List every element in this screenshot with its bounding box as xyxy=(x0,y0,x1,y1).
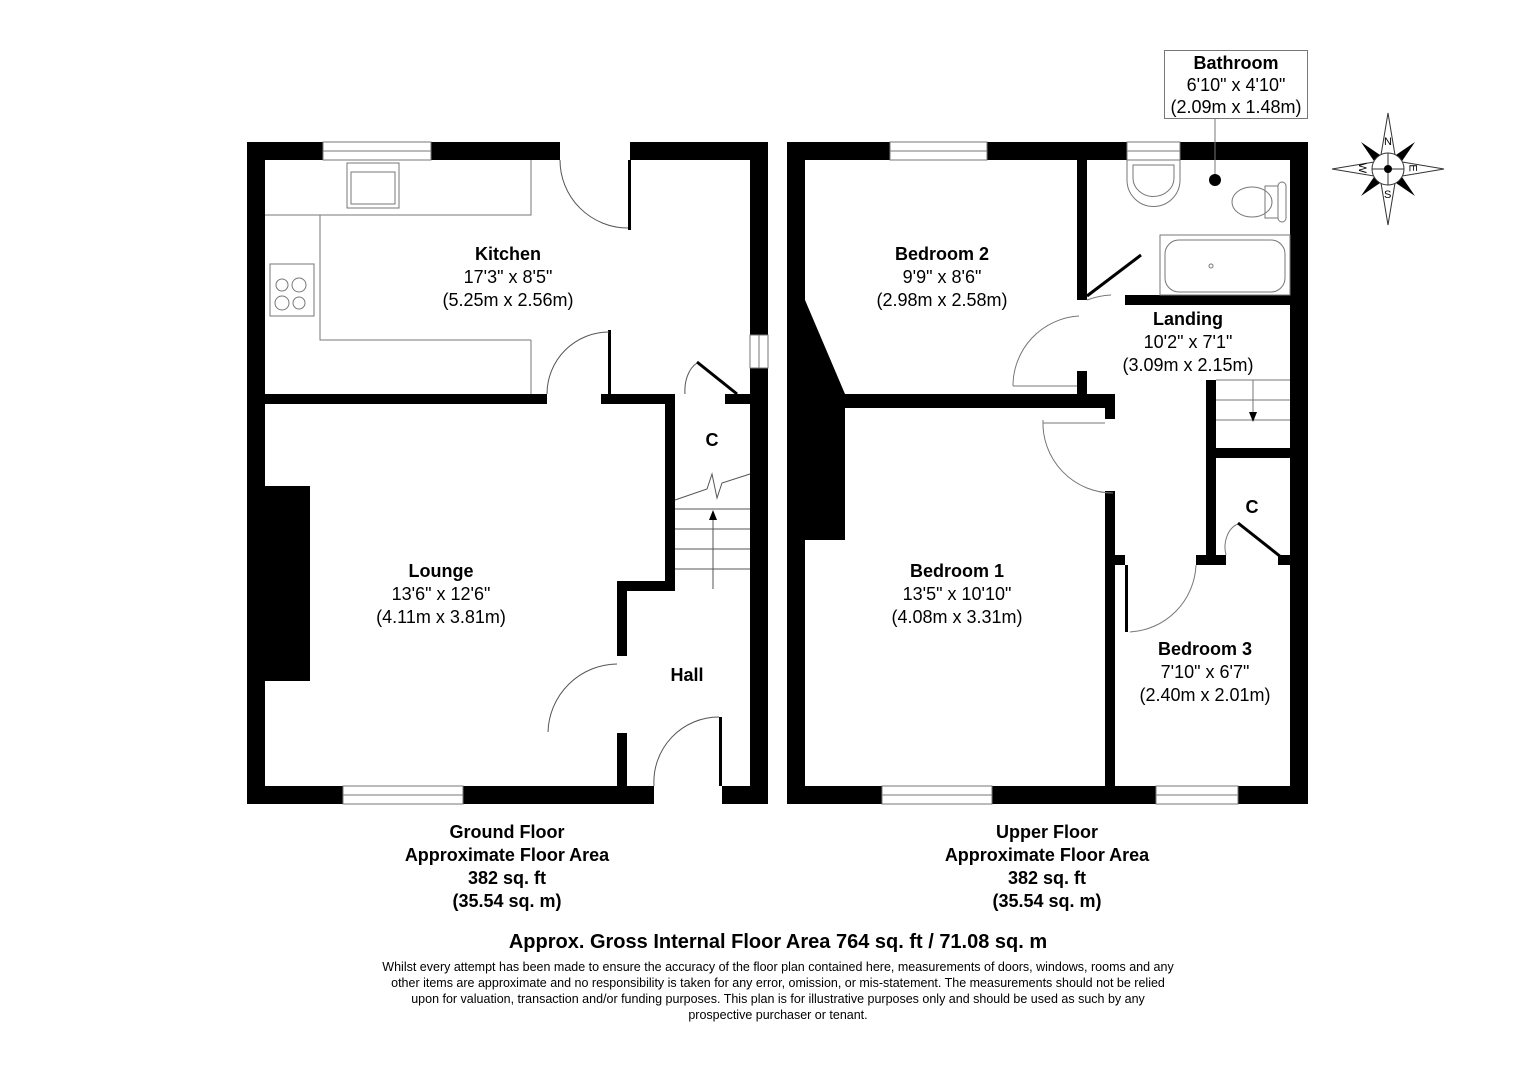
room-label-bedroom-2: Bedroom 2 9'9" x 8'6" (2.98m x 2.58m) xyxy=(876,243,1007,312)
compass-west-label: W xyxy=(1356,162,1369,174)
room-name: Hall xyxy=(670,665,704,685)
gross-area-heading: Approx. Gross Internal Floor Area 764 sq… xyxy=(508,931,1048,953)
room-imperial: 7'10" x 6'7" xyxy=(1160,662,1250,682)
room-imperial: 13'5" x 10'10" xyxy=(902,584,1012,604)
floor-subtitle: Approximate Floor Area xyxy=(944,845,1150,865)
room-metric: (4.11m x 3.81m) xyxy=(376,607,506,627)
floor-sqft: 382 sq. ft xyxy=(467,868,547,888)
compass-east-label: E xyxy=(1406,164,1419,172)
room-name: Bedroom 1 xyxy=(909,561,1005,581)
upper-floor-windows xyxy=(881,141,1239,805)
ground-floor-caption: Ground Floor Approximate Floor Area 382 … xyxy=(405,821,609,913)
floor-title: Ground Floor xyxy=(449,822,565,842)
room-metric: (2.98m x 2.58m) xyxy=(876,290,1008,310)
room-imperial: 9'9" x 8'6" xyxy=(902,267,982,287)
room-name: Bedroom 3 xyxy=(1157,639,1253,659)
upper-floor-caption: Upper Floor Approximate Floor Area 382 s… xyxy=(945,821,1149,913)
room-label-lounge: Lounge 13'6" x 12'6" (4.11m x 3.81m) xyxy=(376,560,506,629)
room-metric: (2.09m x 1.48m) xyxy=(1170,97,1302,117)
room-imperial: 6'10" x 4'10" xyxy=(1186,75,1286,95)
room-label-upper-cupboard: C xyxy=(1245,497,1259,517)
compass-south-label: S xyxy=(1384,189,1392,201)
room-label-bedroom-3: Bedroom 3 7'10" x 6'7" (2.40m x 2.01m) xyxy=(1139,638,1270,707)
room-metric: (3.09m x 2.15m) xyxy=(1122,355,1254,375)
room-name: Bathroom xyxy=(1193,53,1279,73)
ground-floor-walls xyxy=(247,142,768,804)
room-metric: (2.40m x 2.01m) xyxy=(1139,685,1271,705)
room-label-bathroom: Bathroom 6'10" x 4'10" (2.09m x 1.48m) xyxy=(1164,50,1308,119)
compass-north-label: N xyxy=(1384,136,1392,148)
floor-sqm: (35.54 sq. m) xyxy=(992,891,1102,911)
room-metric: (5.25m x 2.56m) xyxy=(442,290,574,310)
room-label-kitchen: Kitchen 17'3" x 8'5" (5.25m x 2.56m) xyxy=(442,243,573,312)
floor-sqm: (35.54 sq. m) xyxy=(452,891,562,911)
room-name: Bedroom 2 xyxy=(894,244,990,264)
ground-floor-windows xyxy=(322,141,769,805)
room-name: Kitchen xyxy=(474,244,542,264)
floor-sqft: 382 sq. ft xyxy=(1007,868,1087,888)
room-name: Lounge xyxy=(408,561,474,581)
room-name: Landing xyxy=(1152,309,1223,329)
room-label-bedroom-1: Bedroom 1 13'5" x 10'10" (4.08m x 3.31m) xyxy=(891,560,1022,629)
room-imperial: 17'3" x 8'5" xyxy=(463,267,553,287)
kitchen-fixtures xyxy=(265,160,532,394)
room-label-landing: Landing 10'2" x 7'1" (3.09m x 2.15m) xyxy=(1122,308,1253,377)
floor-subtitle: Approximate Floor Area xyxy=(404,845,610,865)
room-label-hall: Hall xyxy=(670,664,703,687)
floor-title: Upper Floor xyxy=(996,822,1098,842)
bathroom-fixtures xyxy=(1012,160,1291,633)
room-metric: (4.08m x 3.31m) xyxy=(891,607,1023,627)
compass-rose-icon xyxy=(1331,112,1445,226)
room-label-ground-cupboard: C xyxy=(705,430,719,450)
door-swings-ground xyxy=(546,159,751,787)
room-imperial: 13'6" x 12'6" xyxy=(391,584,491,604)
disclaimer-text: Whilst every attempt has been made to en… xyxy=(382,960,1174,1022)
upper-floor-walls xyxy=(787,142,1308,804)
room-imperial: 10'2" x 7'1" xyxy=(1143,332,1233,352)
